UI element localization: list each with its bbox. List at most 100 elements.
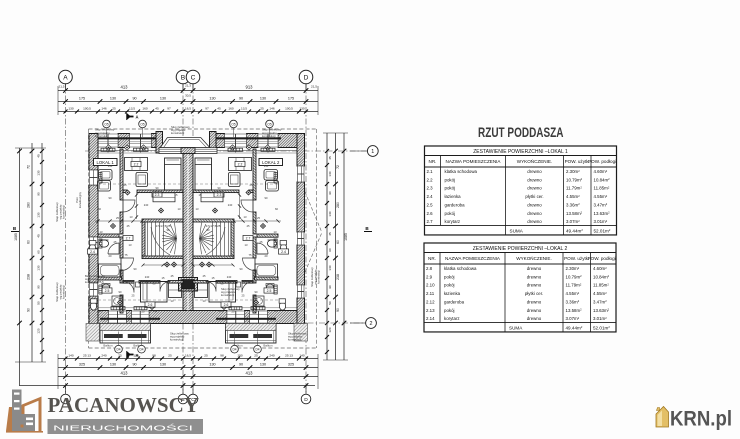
svg-text:drewno: drewno [527,316,542,321]
svg-text:190: 190 [133,353,138,357]
svg-text:O5: O5 [231,123,235,127]
svg-text:C: C [191,74,196,81]
svg-text:25: 25 [112,107,116,111]
svg-text:O5: O5 [267,123,271,127]
svg-text:drewno: drewno [527,274,542,279]
svg-text:POW. użytk.: POW. użytk. [565,159,590,164]
svg-text:72: 72 [336,165,340,169]
svg-text:LOKAL 1: LOKAL 1 [97,160,115,165]
svg-text:WYKOŃCZENIE.: WYKOŃCZENIE. [516,255,551,261]
svg-text:238: 238 [27,274,31,280]
svg-text:13.58m2: 13.58m2 [566,211,583,216]
svg-text:13: 13 [274,230,277,234]
svg-text:Słup żelbetowy: Słup żelbetowy [55,282,59,302]
svg-text:drewno: drewno [527,186,542,191]
svg-text:13: 13 [196,207,199,211]
svg-text:130: 130 [37,212,41,217]
svg-text:100,5: 100,5 [83,107,91,111]
svg-text:4.60m2: 4.60m2 [594,169,608,174]
svg-text:13: 13 [171,299,174,303]
svg-text:90: 90 [134,267,137,271]
svg-text:4.60m2: 4.60m2 [593,266,607,271]
svg-text:15: 15 [212,276,215,280]
svg-text:130: 130 [299,107,304,111]
svg-text:75: 75 [249,253,252,257]
svg-text:25: 25 [242,294,245,298]
svg-text:325: 325 [288,363,294,367]
svg-text:130: 130 [219,309,224,313]
svg-text:2.8: 2.8 [426,266,433,271]
svg-text:11.79m2: 11.79m2 [566,283,582,288]
svg-text:10.79m2: 10.79m2 [566,177,583,182]
svg-text:130: 130 [108,164,113,168]
svg-text:konstrukcji 75,5: konstrukcji 75,5 [85,280,104,284]
svg-text:52.01m2: 52.01m2 [593,325,610,330]
svg-text:konstrukcji: konstrukcji [95,134,109,138]
svg-text:2.7: 2.7 [246,237,251,241]
svg-text:90: 90 [207,228,210,232]
svg-text:2.5: 2.5 [267,289,272,293]
svg-text:11.85m2: 11.85m2 [594,186,610,191]
svg-text:130: 130 [37,170,41,175]
svg-text:garderoba: garderoba [444,299,465,304]
svg-text:13: 13 [129,243,132,247]
svg-text:45: 45 [37,154,41,158]
svg-text:B: B [181,74,186,81]
svg-text:100,5: 100,5 [285,107,293,111]
svg-text:NR.: NR. [428,256,436,261]
svg-text:190: 190 [237,353,242,357]
svg-text:2.5: 2.5 [105,289,110,293]
svg-text:130: 130 [160,96,166,100]
svg-text:3.07m2: 3.07m2 [566,219,580,224]
svg-text:98: 98 [152,353,156,357]
svg-text:4.55m2: 4.55m2 [566,291,580,296]
svg-text:2.10: 2.10 [426,283,435,288]
svg-text:45: 45 [217,107,221,111]
svg-text:konstrukcji: konstrukcji [221,293,235,297]
svg-text:13.63m2: 13.63m2 [593,308,610,313]
svg-text:60: 60 [275,207,278,211]
svg-text:50: 50 [37,301,41,305]
svg-text:1085: 1085 [344,233,348,241]
svg-text:2.3: 2.3 [427,186,434,191]
svg-text:49.44m2: 49.44m2 [566,228,583,233]
svg-text:wg projektu: wg projektu [221,290,236,294]
svg-text:25: 25 [118,353,122,357]
svg-text:Belka żelbetowa: Belka żelbetowa [85,274,105,278]
svg-text:Słup żelbetowy: Słup żelbetowy [95,128,115,132]
svg-text:60: 60 [153,282,156,286]
svg-text:D4: D4 [255,348,259,352]
svg-text:240: 240 [101,353,106,357]
svg-text:90: 90 [240,267,243,271]
svg-text:130: 130 [153,309,158,313]
svg-text:WYKOŃCZENIE.: WYKOŃCZENIE. [517,158,552,164]
svg-text:130: 130 [160,363,166,367]
svg-text:drewno: drewno [527,219,542,224]
svg-text:konstrukcji: konstrukcji [171,131,185,135]
svg-text:130: 130 [209,363,215,367]
svg-text:15: 15 [162,276,165,280]
svg-text:4.55m2: 4.55m2 [566,194,580,199]
svg-text:A: A [135,353,138,358]
svg-text:Balkon: Balkon [263,344,273,348]
svg-text:130: 130 [209,96,215,100]
svg-text:D: D [304,397,308,403]
svg-text:21,5: 21,5 [58,85,64,89]
svg-text:90: 90 [265,196,268,200]
svg-text:PACANOWSCY: PACANOWSCY [48,393,200,417]
svg-text:wg projektu: wg projektu [313,269,317,284]
svg-text:Pion: Pion [75,197,79,203]
svg-text:2.3: 2.3 [217,193,222,197]
svg-text:korytarz: korytarz [445,219,461,224]
svg-text:25: 25 [260,107,264,111]
svg-text:97: 97 [167,107,171,111]
svg-text:2.1: 2.1 [427,169,434,174]
svg-text:wg projektu: wg projektu [262,131,277,135]
svg-text:A: A [135,115,138,120]
svg-text:2.2: 2.2 [427,177,434,182]
svg-text:90: 90 [255,290,258,294]
svg-text:pokój: pokój [444,283,455,288]
svg-text:POW. podłogi.: POW. podłogi. [588,159,617,164]
svg-text:2.13: 2.13 [426,308,435,313]
svg-text:klatka schodowa: klatka schodowa [445,169,478,174]
